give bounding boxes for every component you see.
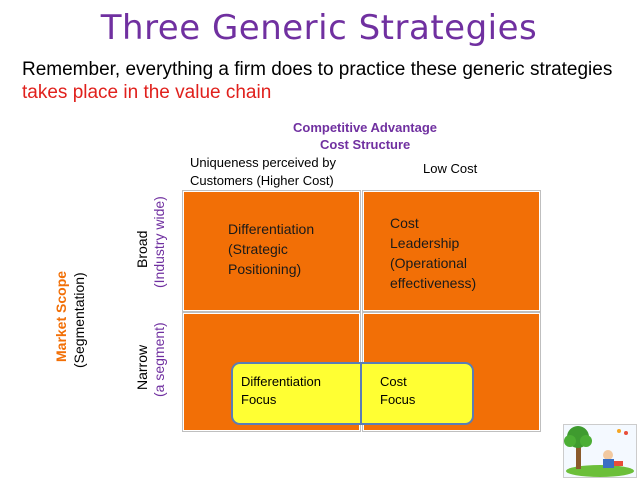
- differentiation-focus-line2: Focus: [241, 392, 277, 407]
- cost-leadership-line1: Cost: [390, 215, 419, 231]
- cost-structure-label: Cost Structure: [320, 137, 411, 152]
- cost-focus-text: Cost Focus: [380, 373, 415, 409]
- differentiation-line2: (Strategic: [228, 241, 288, 257]
- cell-cost-leadership: [363, 191, 540, 311]
- differentiation-line1: Differentiation: [228, 221, 315, 237]
- row-broad-sub-label: (Industry wide): [151, 196, 167, 288]
- row-broad-label: Broad: [134, 230, 150, 268]
- col-header-uniqueness-line1: Uniqueness perceived by: [190, 155, 336, 170]
- cost-leadership-text: Cost Leadership (Operational effectivene…: [390, 213, 476, 293]
- competitive-advantage-label: Competitive Advantage: [293, 120, 437, 135]
- segmentation-label: (Segmentation): [71, 272, 87, 368]
- col-header-low-cost: Low Cost: [423, 161, 478, 176]
- cell-differentiation: [183, 191, 360, 311]
- slide-title: Three Generic Strategies: [100, 8, 538, 48]
- cost-leadership-line3: (Operational: [390, 255, 468, 271]
- col-header-uniqueness-line2: Customers (Higher Cost): [190, 173, 334, 188]
- row-narrow-sub-label: (a segment): [151, 322, 167, 397]
- cost-focus-line1: Cost: [380, 374, 407, 389]
- differentiation-line3: Positioning): [228, 261, 302, 277]
- subtitle-highlight: takes place in the value chain: [22, 82, 272, 103]
- cost-leadership-line4: effectiveness): [390, 275, 477, 291]
- market-scope-label: Market Scope: [53, 270, 69, 362]
- cost-focus-line2: Focus: [380, 392, 416, 407]
- differentiation-focus-text: Differentiation Focus: [241, 373, 321, 409]
- focus-divider: [360, 362, 362, 425]
- slide-subtitle: Remember, everything a firm does to prac…: [22, 58, 622, 104]
- focus-band: [231, 362, 474, 425]
- differentiation-focus-line1: Differentiation: [241, 374, 321, 389]
- differentiation-text: Differentiation (Strategic Positioning): [228, 219, 314, 279]
- cost-leadership-line2: Leadership: [390, 235, 460, 251]
- row-narrow-label: Narrow: [134, 344, 150, 390]
- subtitle-text: Remember, everything a firm does to prac…: [22, 59, 613, 80]
- person-reading-under-tree-clipart-icon: [563, 424, 637, 478]
- col-header-uniqueness: Uniqueness perceived by Customers (Highe…: [190, 154, 336, 190]
